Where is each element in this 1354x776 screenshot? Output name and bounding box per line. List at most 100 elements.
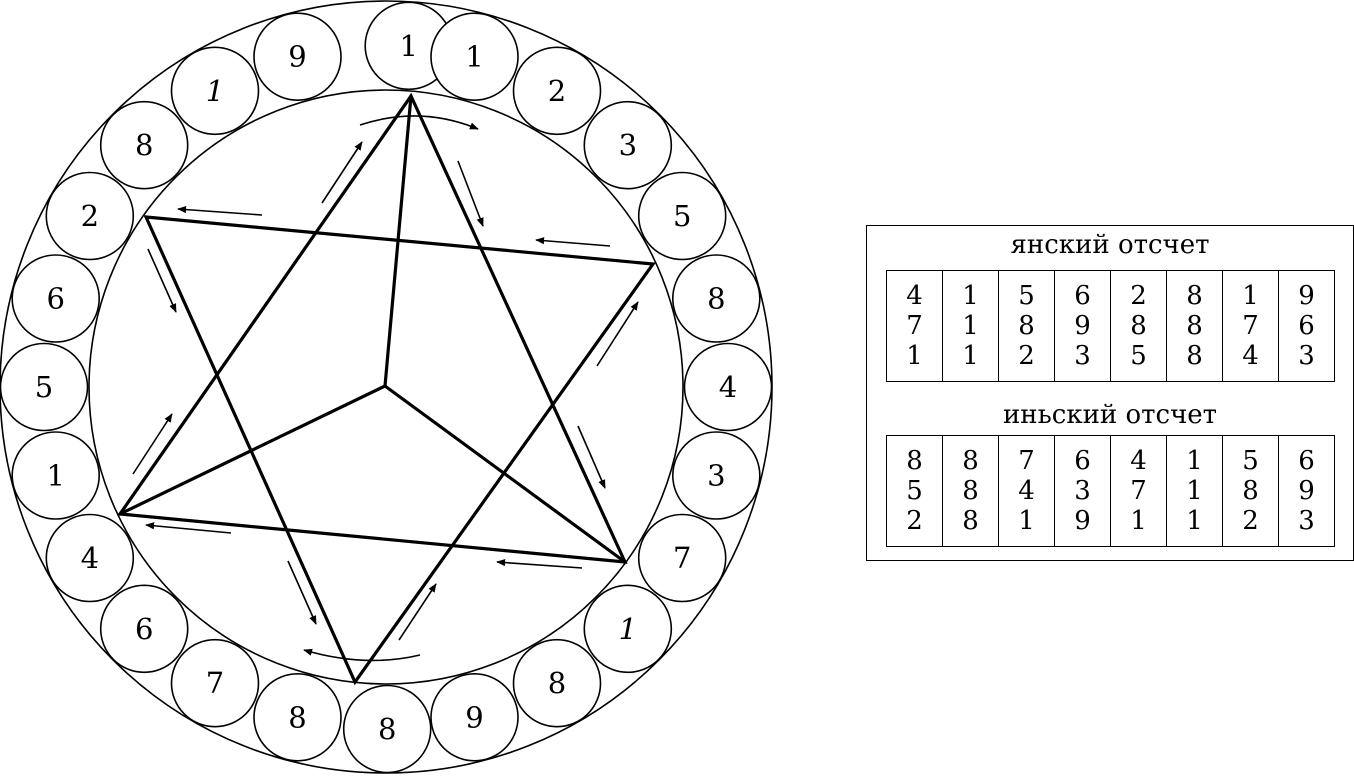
ring-bead: 8: [671, 254, 761, 343]
arrow-right-down: [577, 425, 606, 489]
arrow-bottom-bar-right: [496, 558, 583, 569]
ring-bead-circle: [683, 342, 773, 432]
ring-bead-label: 3: [619, 128, 637, 162]
ring-bead-label: 5: [673, 199, 691, 233]
yang-table-digit: 4: [906, 281, 923, 311]
ring-bead-circle: [342, 684, 432, 774]
ring-bead: 7: [637, 513, 727, 603]
ring-bead-circle: [99, 100, 189, 190]
yang-table-digit: 8: [1130, 311, 1147, 341]
yang-table-digit: 9: [1298, 281, 1315, 311]
yang-table-digit: 6: [1298, 311, 1315, 341]
downward-triangle: [143, 215, 656, 686]
ring-bead-circle: [45, 171, 135, 261]
yin-table-digit: 5: [906, 476, 923, 506]
yin-table-title: иньский отсчет: [1002, 400, 1218, 430]
ring-bead-label: 2: [81, 199, 99, 233]
yin-table-digit: 1: [1186, 446, 1203, 476]
ring-bead: 1: [11, 431, 101, 520]
arrow-bottom-bar-left: [145, 522, 232, 534]
ring-bead-circle: [253, 12, 342, 102]
ring-bead-circle: [512, 638, 602, 728]
yang-table-digit: 6: [1074, 281, 1091, 311]
ring-bead-label: 3: [707, 459, 725, 493]
ring-bead-label: 8: [378, 712, 396, 746]
ring-bead-circle: [0, 342, 89, 432]
arrow-up-left-edge: [321, 141, 363, 204]
yin-table-digit: 9: [1074, 506, 1091, 536]
ring-bead-circle: [11, 431, 101, 520]
yin-table-digit: 8: [906, 446, 923, 476]
ring-bead-label: 1: [619, 612, 637, 646]
yang-table-digit: 1: [1242, 281, 1259, 311]
yin-table-digit: 3: [1074, 476, 1091, 506]
ring-bead-label: 8: [288, 700, 306, 734]
ring-bead-circle: [11, 254, 101, 343]
ring-bead: 6: [11, 254, 101, 343]
yin-table-digit: 4: [1130, 446, 1147, 476]
ring-bead-circle: [45, 513, 135, 603]
yin-table-digit: 7: [1130, 476, 1147, 506]
ring-bead-circle: [671, 431, 761, 520]
arc-arrow-top: [359, 115, 479, 130]
yang-table-digit: 8: [1186, 281, 1203, 311]
yang-table-digit: 8: [1186, 341, 1203, 371]
ring-bead-label: 1: [465, 40, 483, 74]
yang-table-digit: 8: [1018, 311, 1035, 341]
ring-bead-circle: [583, 100, 673, 190]
upward-triangle: [117, 92, 628, 564]
yin-table-digit: 6: [1298, 446, 1315, 476]
yang-table-digit: 1: [962, 311, 979, 341]
spoke-right: [383, 384, 627, 564]
ring-bead-circle: [253, 672, 342, 762]
ring-bead: 9: [430, 672, 519, 762]
yin-table-digit: 1: [1130, 506, 1147, 536]
hexagram: [117, 92, 656, 686]
yin-table-digit: 8: [962, 446, 979, 476]
ring-bead: 5: [637, 171, 727, 261]
ring-bead-label: 2: [548, 74, 566, 108]
ring-bead-circle: [512, 46, 602, 136]
yin-table-digit: 8: [1242, 476, 1259, 506]
ring-bead: 1: [170, 46, 260, 136]
ring-bead-label: 8: [707, 282, 725, 316]
spoke-left: [118, 384, 387, 516]
ring-bead-label: 7: [206, 666, 224, 700]
arrow-down-right-edge: [457, 160, 484, 227]
yang-table-title: янский отсчет: [1010, 230, 1210, 260]
yin-table-digit: 1: [1186, 476, 1203, 506]
yin-table-digit: 2: [1242, 506, 1259, 536]
ring-bead: 8: [342, 684, 432, 774]
ring-bead: 7: [170, 638, 260, 728]
ring-bead: 3: [671, 431, 761, 520]
ring-bead: 9: [253, 12, 342, 102]
yin-table-digit: 7: [1018, 446, 1035, 476]
yang-table-digit: 1: [906, 341, 923, 371]
ring-bead-label: 5: [35, 370, 53, 404]
yin-table-digit: 3: [1298, 506, 1315, 536]
ring-bead: 2: [45, 171, 135, 261]
ring-bead-label: 1: [206, 74, 224, 108]
arrow-lower-left-down: [287, 560, 317, 625]
ring-bead: 4: [683, 342, 773, 432]
ring-bead: 8: [99, 100, 189, 190]
ring-bead-label: 4: [719, 370, 737, 404]
yin-table-digit: 6: [1074, 446, 1091, 476]
ring-bead-label: 4: [81, 541, 99, 575]
yang-table-digit: 9: [1074, 311, 1091, 341]
yin-table-digit: 9: [1298, 476, 1315, 506]
arc-arrow-bottom: [303, 648, 421, 662]
